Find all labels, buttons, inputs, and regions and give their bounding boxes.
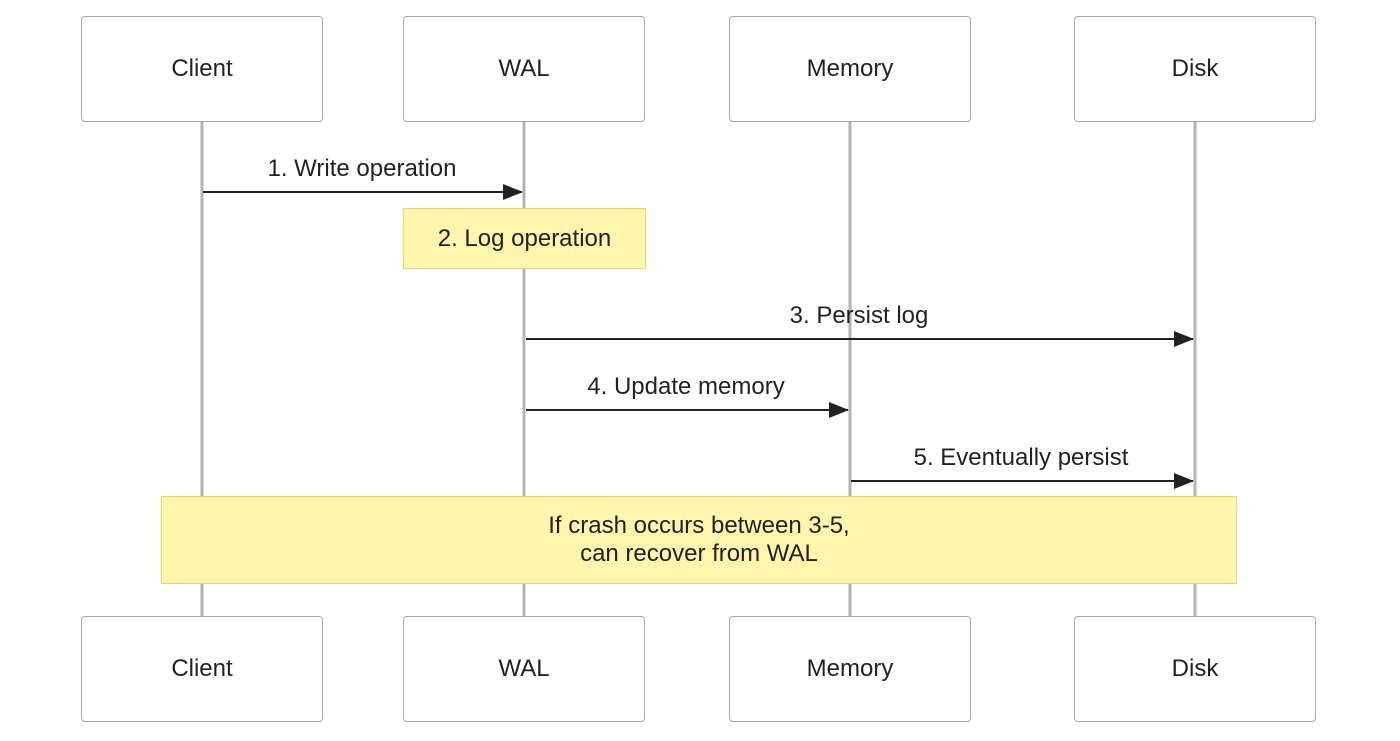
participant-top-memory: Memory bbox=[729, 16, 971, 122]
note-crash-line-2: can recover from WAL bbox=[580, 540, 818, 567]
participant-bottom-wal: WAL bbox=[403, 616, 645, 722]
participant-top-wal: WAL bbox=[403, 16, 645, 122]
participant-top-client: Client bbox=[81, 16, 323, 122]
participant-bottom-client: Client bbox=[81, 616, 323, 722]
message-label-write-operation: 1. Write operation bbox=[267, 155, 457, 182]
note-crash-recovery: If crash occurs between 3-5, can recover… bbox=[161, 496, 1237, 584]
participant-top-disk: Disk bbox=[1074, 16, 1316, 122]
note-crash-line-1: If crash occurs between 3-5, bbox=[548, 512, 850, 539]
note-log-operation: 2. Log operation bbox=[403, 208, 646, 269]
note-log-operation-text: 2. Log operation bbox=[437, 224, 612, 252]
participant-bottom-disk: Disk bbox=[1074, 616, 1316, 722]
message-label-eventually-persist: 5. Eventually persist bbox=[913, 444, 1129, 471]
participant-bottom-memory: Memory bbox=[729, 616, 971, 722]
message-label-persist-log: 3. Persist log bbox=[789, 302, 929, 329]
message-label-update-memory: 4. Update memory bbox=[587, 373, 785, 400]
